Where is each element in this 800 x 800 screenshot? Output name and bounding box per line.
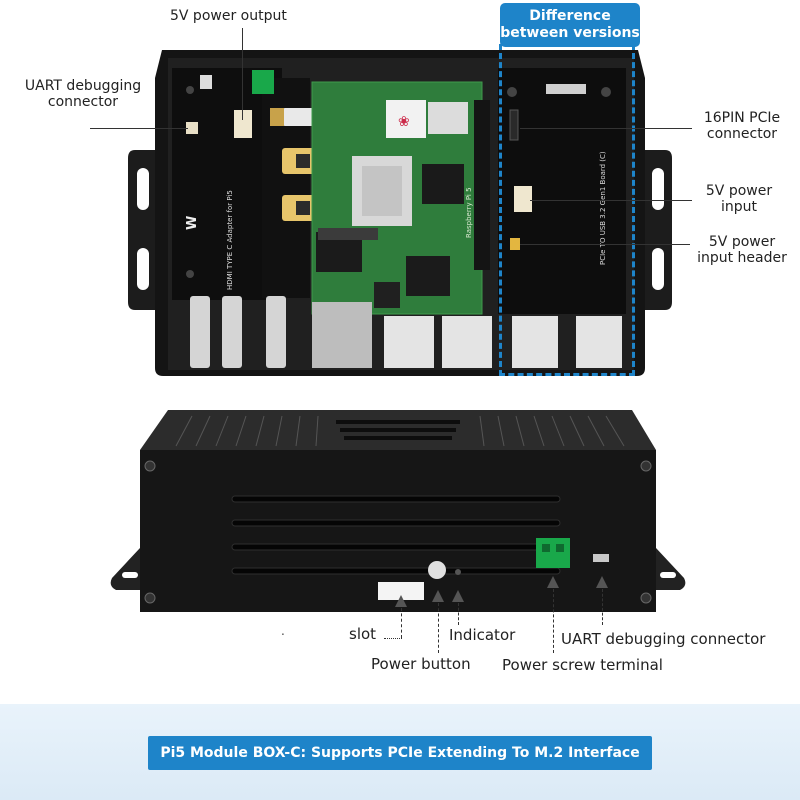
difference-badge: Difference between versions (500, 3, 640, 47)
enclosure-illustration (110, 410, 686, 612)
callout-power-output: 5V power output (170, 8, 287, 24)
difference-region (499, 44, 635, 376)
uart-port (593, 554, 609, 562)
slot-arrow (395, 595, 407, 607)
power-button-arrow (432, 590, 444, 602)
raspberry-pi-board: ❀ Raspberry Pi 5 (311, 81, 490, 315)
callout-power-input-header: 5V power input header (690, 234, 794, 266)
callout-power-input-line (530, 200, 692, 201)
callout-power-input-header-line (520, 244, 690, 245)
hdmi-adapter-silkscreen: HDMI TYPE C Adapter for Pi5 (226, 190, 234, 290)
svg-text:W: W (185, 216, 200, 230)
terminal-leader (553, 589, 554, 653)
label-slot: slot (349, 625, 377, 643)
callout-power-input-line2: input (720, 199, 757, 215)
uart-arrow (596, 576, 608, 588)
label-indicator: Indicator (449, 626, 516, 644)
hdmi-connectors (262, 78, 328, 298)
indicator-arrow (452, 590, 464, 602)
port-row (190, 296, 622, 368)
left-mounting-ear (128, 150, 160, 310)
callout-uart-top-line1: UART debugging (24, 78, 142, 94)
callout-pcie-16pin-line2: connector (706, 126, 778, 142)
callout-pcie-16pin-line (520, 128, 692, 129)
power-button-leader (438, 603, 439, 653)
product-banner: Pi5 Module BOX-C: Supports PCIe Extendin… (148, 736, 652, 770)
callout-uart-top-line (90, 128, 188, 129)
callout-pcie-16pin-line1: 16PIN PCIe (703, 110, 781, 126)
label-power-terminal: Power screw terminal (502, 656, 663, 674)
callout-power-input-line1: 5V power (705, 183, 773, 199)
pcie-usb-board: PCIe TO USB 3.2 Gen1 Board (C) (498, 68, 626, 314)
pcie-usb-silkscreen: PCIe TO USB 3.2 Gen1 Board (C) (599, 151, 607, 265)
power-button-shape (428, 561, 446, 579)
callout-pcie-16pin: 16PIN PCIe connector (690, 110, 794, 142)
slot-leader (401, 608, 402, 638)
raspberry-silkscreen: Raspberry Pi 5 (465, 187, 473, 238)
callout-power-input: 5V power input (694, 183, 784, 215)
terminal-arrow (547, 576, 559, 588)
uart-leader (602, 589, 603, 625)
callout-power-input-header-line1: 5V power (708, 234, 776, 250)
callout-power-output-line (242, 28, 243, 120)
indicator-led (455, 569, 461, 575)
stray-dot: . (281, 624, 285, 638)
right-mounting-ear (640, 150, 672, 310)
difference-badge-line2: between versions (500, 25, 640, 41)
callout-power-input-header-line2: input header (697, 250, 787, 266)
difference-badge-line1: Difference (529, 8, 611, 24)
slot-leader-h (384, 638, 402, 639)
label-power-button: Power button (371, 655, 471, 673)
callout-uart-top-line2: connector (47, 94, 119, 110)
power-screw-terminal (536, 538, 570, 568)
top-screw-terminal (252, 70, 274, 94)
top-board-illustration: HDMI TYPE C Adapter for Pi5 W ❀ Raspberr… (128, 50, 672, 376)
card-slot (378, 582, 424, 600)
svg-text:❀: ❀ (398, 114, 410, 130)
indicator-leader (458, 603, 459, 625)
label-uart-debug: UART debugging connector (561, 630, 766, 648)
callout-uart-top: UART debugging connector (18, 78, 148, 110)
